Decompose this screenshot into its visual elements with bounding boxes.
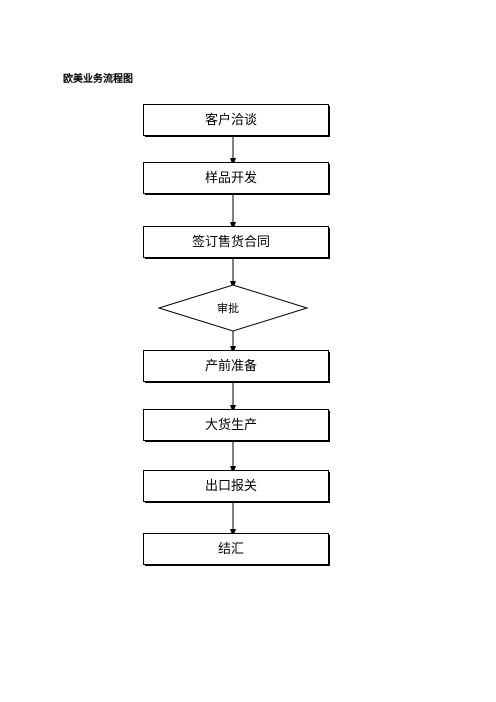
step-label: 审批 bbox=[217, 301, 239, 315]
step-label: 结汇 bbox=[218, 542, 244, 557]
step-export-customs-declaration: 出口报关 bbox=[143, 470, 330, 503]
step-bulk-production: 大货生产 bbox=[143, 409, 330, 442]
step-label: 客户洽谈 bbox=[205, 112, 257, 128]
step-label: 签订售货合同 bbox=[192, 234, 270, 250]
step-approval-decision: 审批 bbox=[157, 284, 309, 332]
step-label: 出口报关 bbox=[205, 479, 257, 494]
step-label: 产前准备 bbox=[205, 358, 257, 374]
step-label: 样品开发 bbox=[205, 170, 257, 186]
step-foreign-exchange-settlement: 结汇 bbox=[143, 533, 330, 566]
step-preproduction-preparation: 产前准备 bbox=[143, 350, 330, 383]
step-sample-development: 样品开发 bbox=[143, 162, 330, 195]
step-customer-negotiation: 客户洽谈 bbox=[143, 104, 330, 137]
page-title: 欧美业务流程图 bbox=[63, 74, 133, 85]
step-sign-sales-contract: 签订售货合同 bbox=[143, 226, 330, 259]
step-label: 大货生产 bbox=[205, 417, 257, 433]
